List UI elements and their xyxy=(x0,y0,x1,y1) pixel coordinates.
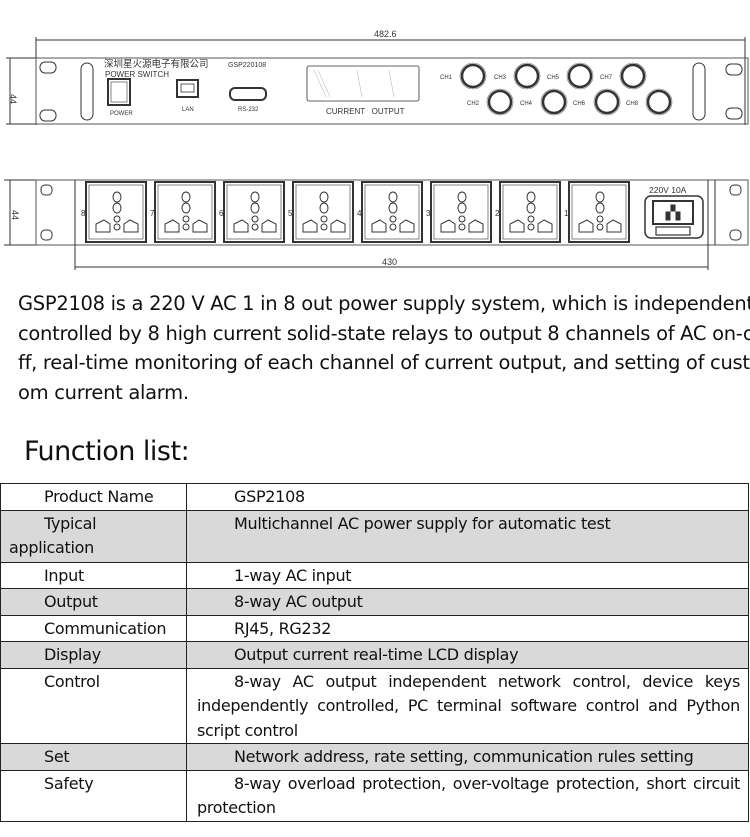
rs232-label: RS-232 xyxy=(238,107,259,113)
rear-panel-drawing xyxy=(4,179,749,270)
row-value: 8-way AC output independent network cont… xyxy=(186,667,749,744)
row-value: GSP2108 xyxy=(186,483,749,511)
row-value: 8-way AC output xyxy=(186,588,749,616)
outlet-socket xyxy=(223,181,285,243)
rear-height-dimension: 44 xyxy=(10,210,20,220)
row-value: Multichannel AC power supply for automat… xyxy=(186,509,749,563)
channel-label: CH3 xyxy=(494,75,507,81)
row-key: Output xyxy=(0,588,187,616)
outlet-number: 2 xyxy=(495,209,500,218)
channel-label: CH1 xyxy=(440,75,453,81)
outlet-number: 3 xyxy=(426,209,431,218)
row-key: Typical application xyxy=(0,509,187,563)
channel-label: CH7 xyxy=(600,75,613,81)
inlet-rating-label: 220V 10A xyxy=(649,185,687,195)
company-name: 深圳星火源电子有限公司 xyxy=(104,58,209,70)
front-width-dimension: 482.6 xyxy=(374,29,397,39)
row-value: Output current real-time LCD display xyxy=(186,641,749,669)
channel-label: CH2 xyxy=(467,101,480,107)
outlet-socket xyxy=(361,181,423,243)
description-line: ff, real-time monitoring of each channel… xyxy=(18,351,750,374)
outlet-number: 6 xyxy=(219,209,224,218)
outlet-number: 1 xyxy=(564,209,569,218)
product-description: GSP2108 is a 220 V AC 1 in 8 out power s… xyxy=(18,289,750,407)
power-label: POWER xyxy=(110,111,133,117)
front-height-dimension: 44 xyxy=(8,94,18,104)
row-value: Network address, rate setting, communica… xyxy=(186,743,749,771)
lcd-display xyxy=(306,65,420,102)
channel-label: CH8 xyxy=(626,101,639,107)
description-line: om current alarm. xyxy=(18,380,189,404)
row-key: Control xyxy=(0,667,187,744)
brand-label: POWER SWITCH xyxy=(105,70,169,79)
channel-label: CH5 xyxy=(547,75,560,81)
outlet-socket xyxy=(568,181,630,243)
channel-label: CH6 xyxy=(573,101,586,107)
outlet-socket xyxy=(154,181,216,243)
description-line: GSP2108 is a 220 V AC 1 in 8 out power s… xyxy=(18,292,750,315)
outlet-socket xyxy=(499,181,561,243)
rs232-port xyxy=(229,87,267,101)
power-button xyxy=(107,78,131,106)
row-value: RJ45, RG232 xyxy=(186,614,749,642)
row-key: Safety xyxy=(0,769,187,822)
product-drawings: 482.6 44 深圳星火源电子有限公司 POWER SWITCH GSP220… xyxy=(4,29,749,270)
lan-label: LAN xyxy=(182,107,194,113)
outlet-socket xyxy=(85,181,147,243)
description-line: controlled by 8 high current solid-state… xyxy=(18,321,750,345)
power-inlet xyxy=(644,195,704,239)
outlet-number: 4 xyxy=(357,209,362,218)
outlet-socket xyxy=(292,181,354,243)
row-value: 1-way AC input xyxy=(186,561,749,589)
channel-label: CH4 xyxy=(520,101,533,107)
outlet-socket xyxy=(430,181,492,243)
row-key: Input xyxy=(0,561,187,589)
row-key: Communication xyxy=(0,614,187,642)
front-panel-drawing xyxy=(6,37,749,125)
outlet-number: 5 xyxy=(288,209,293,218)
row-key: Product Name xyxy=(0,483,187,511)
row-key: Display xyxy=(0,641,187,669)
lan-port xyxy=(176,79,199,98)
display-label: CURRENT OUTPUT xyxy=(326,107,405,116)
row-value: 8-way overload protection, over-voltage … xyxy=(186,769,749,822)
rear-width-dimension: 430 xyxy=(382,257,397,267)
outlet-number: 8 xyxy=(81,209,86,218)
model-label: GSP220108 xyxy=(228,62,266,69)
outlet-number: 7 xyxy=(150,209,155,218)
row-key: Set xyxy=(0,743,187,771)
function-list-heading: Function list: xyxy=(24,436,190,467)
